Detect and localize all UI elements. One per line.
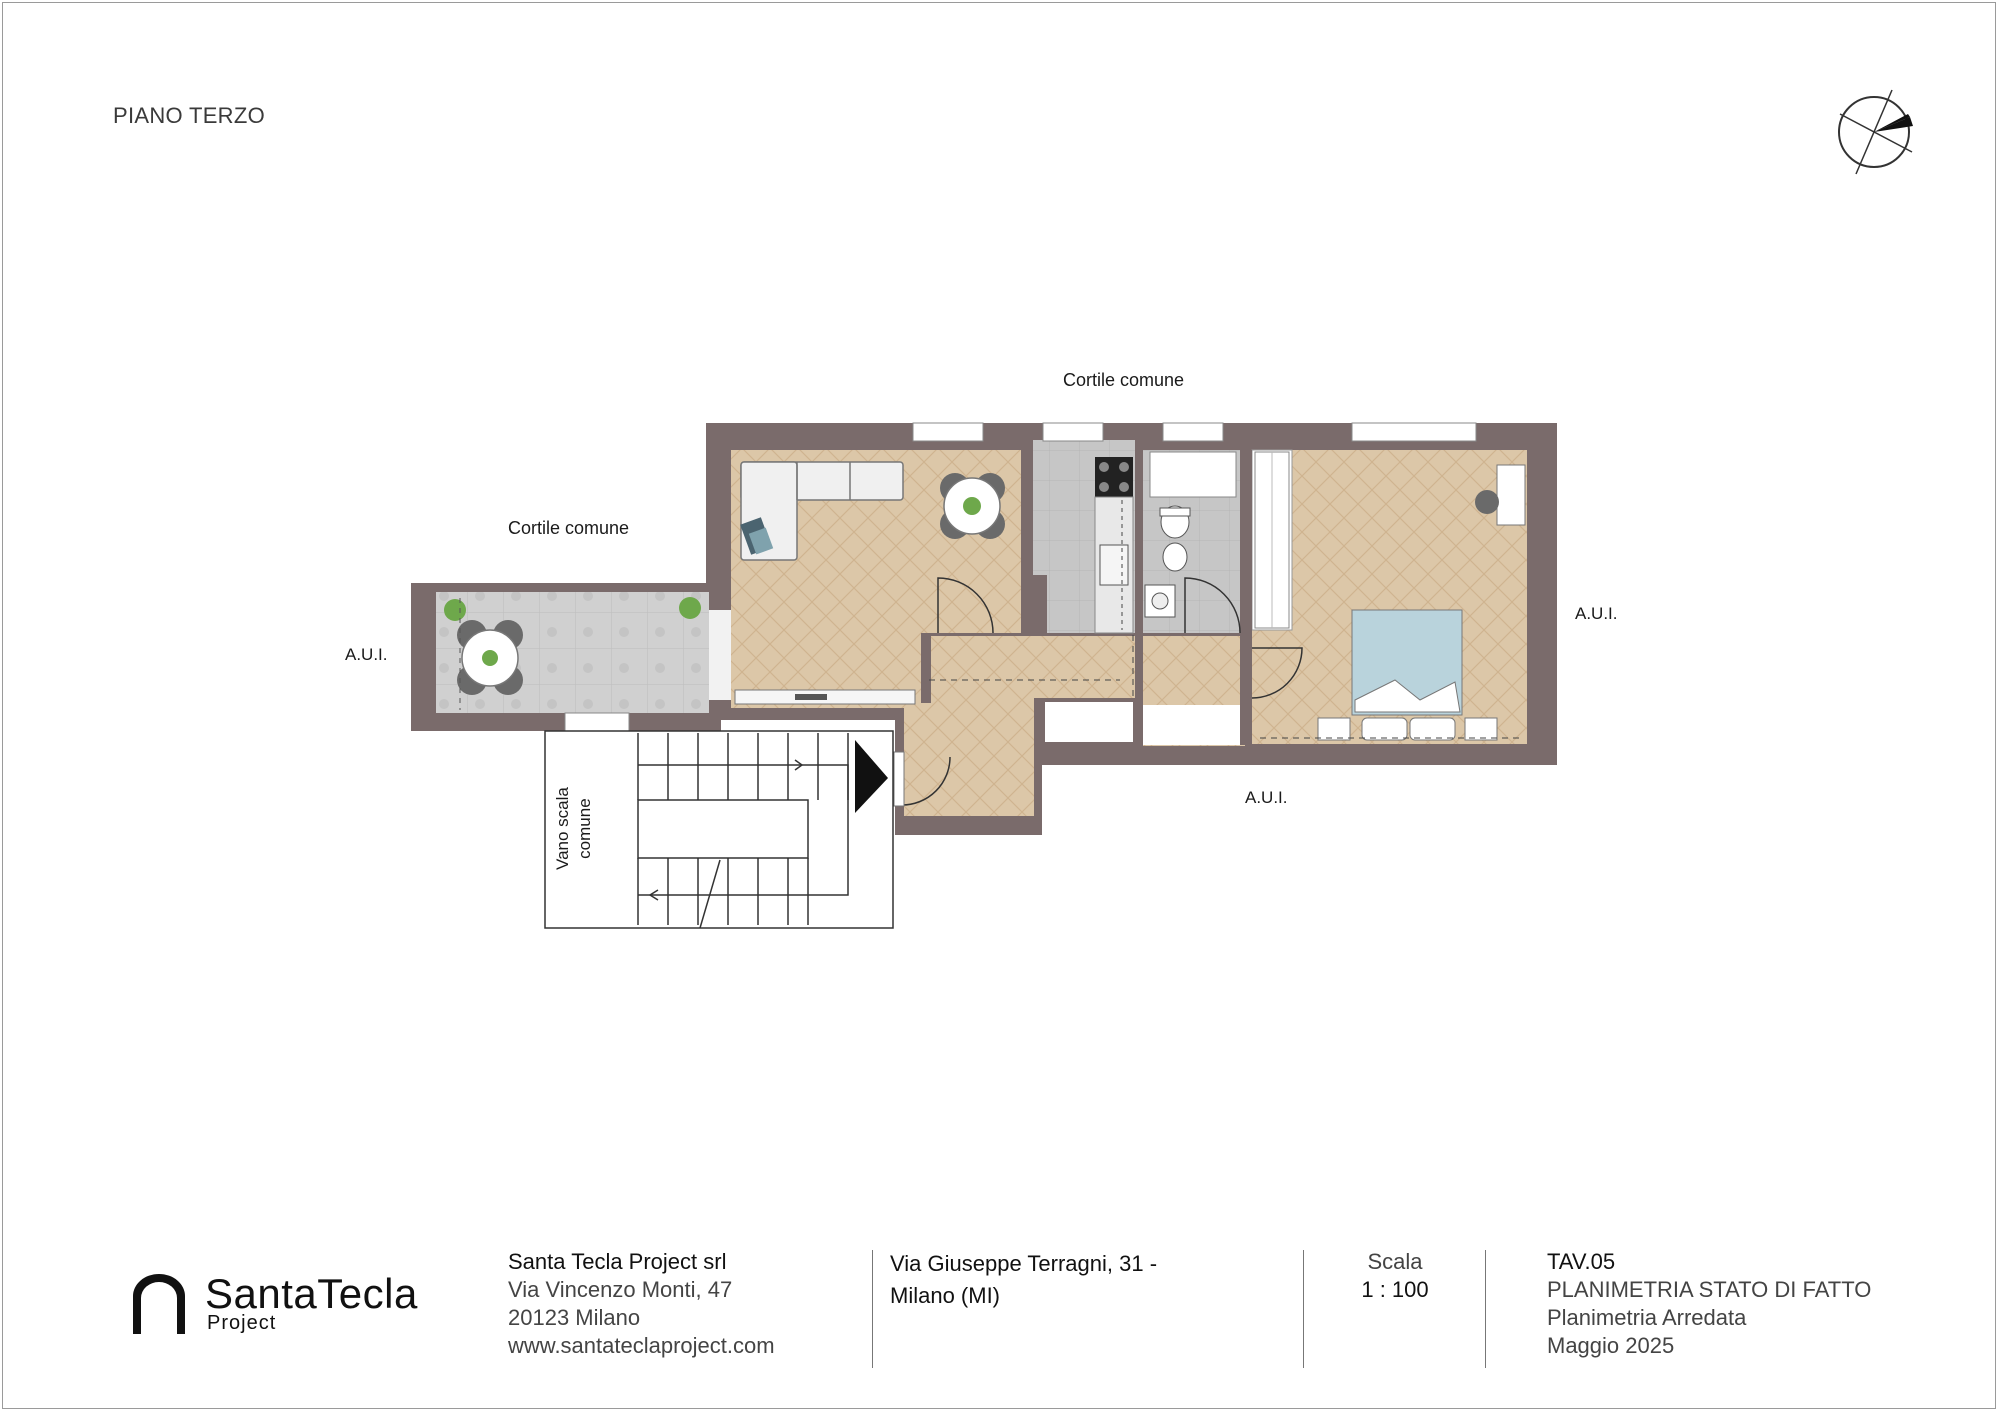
sheet-code: TAV.05: [1547, 1249, 1616, 1274]
company-info: Santa Tecla Project srl Via Vincenzo Mon…: [508, 1248, 775, 1360]
courtyard-left-label: Cortile comune: [508, 518, 630, 538]
company-website: www.santateclaproject.com: [508, 1333, 775, 1358]
logo-sub: Project: [207, 1312, 277, 1334]
terrace-table: [457, 620, 523, 695]
company-name: Santa Tecla Project srl: [508, 1249, 727, 1274]
arch-logo-icon: [133, 1274, 185, 1334]
aui-left-label: A.U.I.: [345, 645, 388, 664]
footer-divider: [872, 1250, 873, 1368]
sheet-title: PLANIMETRIA STATO DI FATTO: [1547, 1277, 1872, 1302]
stairwell: [544, 730, 894, 929]
floor-label: PIANO TERZO: [113, 103, 266, 128]
address-line1: Via Giuseppe Terragni, 31 -: [890, 1251, 1158, 1276]
dining-table: [940, 473, 1005, 539]
stairwell-label: Vano scala comune: [553, 787, 594, 870]
aui-bottom-label: A.U.I.: [1245, 788, 1288, 807]
desk: [1496, 464, 1526, 526]
sheet-date: Maggio 2025: [1547, 1333, 1675, 1358]
footer-divider: [1485, 1250, 1486, 1368]
sheet-subtitle: Planimetria Arredata: [1547, 1305, 1747, 1330]
kitchen-sink: [1099, 544, 1129, 586]
address-line2: Milano (MI): [890, 1283, 1001, 1308]
entrance-arrow-icon: [855, 740, 888, 813]
plant-icon: [679, 597, 701, 619]
bidet: [1162, 542, 1188, 572]
company-logo: SantaTecla Project: [133, 1270, 453, 1338]
company-street: Via Vincenzo Monti, 47: [508, 1277, 733, 1302]
project-address: Via Giuseppe Terragni, 31 - Milano (MI): [890, 1248, 1157, 1312]
bed: [1351, 609, 1463, 716]
north-arrow-icon: [1838, 89, 1913, 175]
courtyard-top-label: Cortile comune: [1063, 370, 1185, 390]
sheet-info: TAV.05 PLANIMETRIA STATO DI FATTO Planim…: [1547, 1248, 1871, 1360]
footer-divider: [1303, 1250, 1304, 1368]
plant-icon: [444, 599, 466, 621]
scale-block: Scala 1 : 100: [1330, 1248, 1460, 1304]
company-city: 20123 Milano: [508, 1305, 641, 1330]
cooktop: [1095, 457, 1133, 497]
sofa: [740, 461, 904, 561]
logo-name: SantaTecla: [205, 1270, 418, 1317]
scale-value: 1 : 100: [1361, 1277, 1429, 1302]
scale-label: Scala: [1367, 1249, 1423, 1274]
aui-right-label: A.U.I.: [1575, 604, 1618, 623]
